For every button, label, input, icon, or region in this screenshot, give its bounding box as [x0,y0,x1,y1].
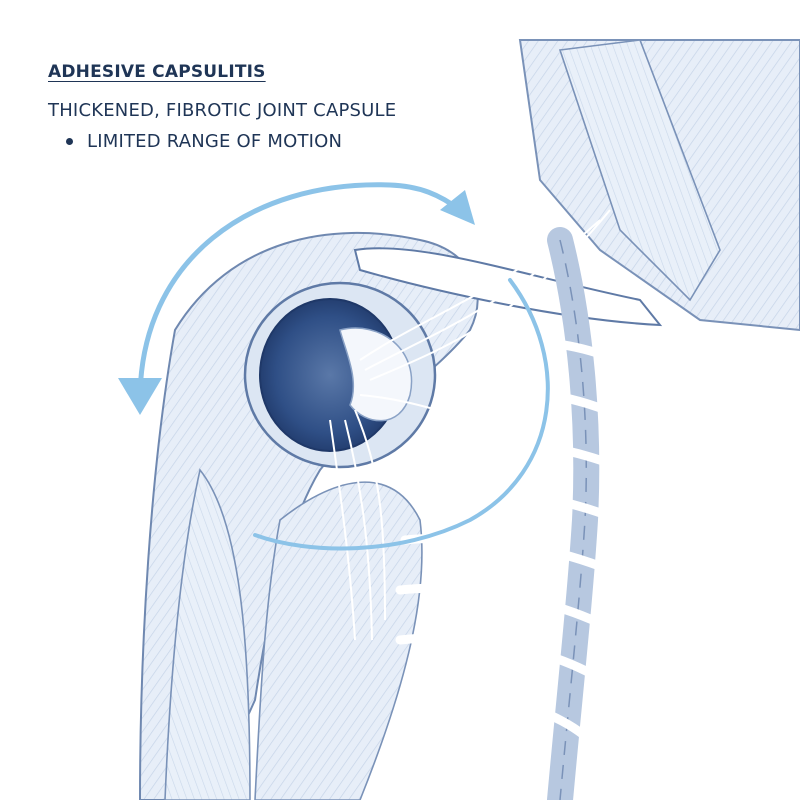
upper-arm-muscle [164,468,251,800]
capsule-description: THICKENED, FIBROTIC JOINT CAPSULE [48,100,397,121]
humeral-head [339,327,413,422]
rib-highlights [395,336,705,755]
bullet-dot-icon [66,138,73,145]
neck-vertical-muscle [558,39,721,302]
annotation-block: ADHESIVE CAPSULITIS THICKENED, FIBROTIC … [48,62,396,152]
bullet-item: LIMITED RANGE OF MOTION [48,131,396,152]
ligament-fibers [329,209,611,641]
pectoral-muscle [254,481,423,800]
curved-double-arrow-icon [118,182,550,551]
motion-description: LIMITED RANGE OF MOTION [87,131,343,152]
diagram-title: ADHESIVE CAPSULITIS [48,62,266,82]
spinal-column [547,227,600,800]
